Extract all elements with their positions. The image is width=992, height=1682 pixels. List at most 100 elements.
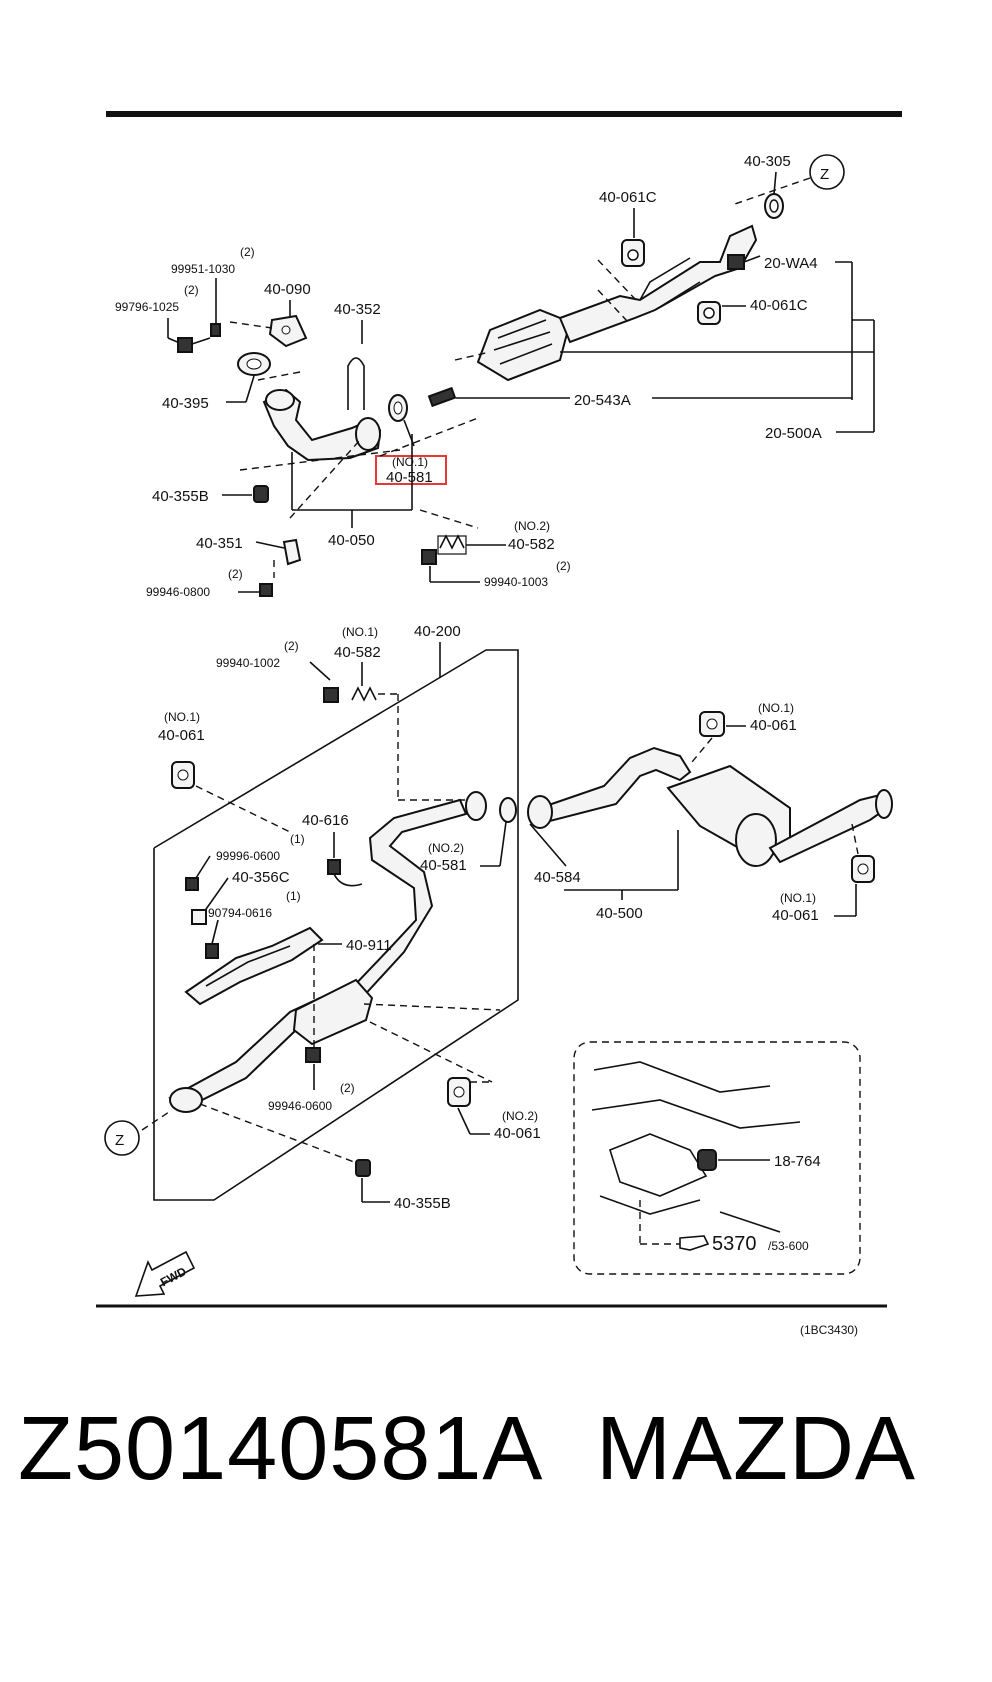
z-marker-top: Z — [809, 154, 845, 190]
sensor-40-616 — [327, 859, 363, 887]
footer-brand: MAZDA — [596, 1399, 916, 1499]
bracket-40-351 — [282, 538, 302, 566]
qty-99951-1030: (2) — [240, 245, 255, 259]
label-40-356c: 40-356C — [232, 869, 290, 886]
qty-99996-0600: (1) — [290, 832, 305, 846]
bolt-90794-0616 — [205, 943, 219, 959]
bushing-18-764 — [697, 1149, 717, 1171]
label-99996-0600: 99996-0600 — [216, 849, 280, 863]
spring-40-582-top — [437, 534, 467, 555]
hanger-40-061-bottom — [447, 1077, 471, 1107]
rubber-40-355b-top — [253, 485, 269, 503]
stud-20-543a — [427, 386, 457, 408]
nut-99940-1003 — [421, 549, 437, 565]
main-muffler-40-500 — [527, 746, 893, 867]
qty-99946-0800: (2) — [228, 567, 243, 581]
svg-text:Z: Z — [115, 1132, 124, 1149]
label-no1-b: (NO.1) — [342, 625, 378, 639]
label-99951-1030: 99951-1030 — [171, 262, 235, 276]
spring-40-582-mid — [351, 686, 377, 702]
label-99946-0600: 99946-0600 — [268, 1099, 332, 1113]
label-99796-1025: 99796-1025 — [115, 300, 179, 314]
label-40-500: 40-500 — [596, 905, 643, 922]
gasket-40-581-top — [388, 394, 408, 422]
qty-99940-1002: (2) — [284, 639, 299, 653]
svg-text:Z: Z — [820, 166, 829, 183]
z-marker-bottom: Z — [104, 1120, 140, 1156]
label-no1-c: (NO.1) — [164, 710, 200, 724]
fwd-arrow: FWD — [134, 1250, 196, 1297]
bolt-99996-0600 — [185, 877, 199, 891]
hanger-40-061-right-top — [699, 711, 725, 737]
insulator-40-911 — [184, 926, 324, 1006]
label-40-061c-top: 40-061C — [599, 189, 657, 206]
nut-99940-1002 — [323, 687, 339, 703]
label-40-355b-top: 40-355B — [152, 488, 209, 505]
label-40-061-bottom: 40-061 — [494, 1125, 541, 1142]
diagram-code: (1BC3430) — [800, 1323, 858, 1337]
clamp-40-356c — [191, 909, 207, 925]
label-40-581-hl: 40-581 — [386, 469, 433, 486]
hanger-40-061-left — [171, 761, 195, 789]
highlight-40-581 — [375, 455, 447, 485]
label-40-355b-bottom: 40-355B — [394, 1195, 451, 1212]
label-40-061-right-top: 40-061 — [750, 717, 797, 734]
ring-40-305 — [764, 193, 784, 219]
qty-90794-0616: (1) — [286, 889, 301, 903]
label-40-616: 40-616 — [302, 812, 349, 829]
bolt-99796-1025 — [177, 337, 211, 353]
catalytic-converter-assembly — [454, 224, 758, 382]
label-20-wa4: 20-WA4 — [764, 255, 818, 272]
hanger-40-061-right-low — [851, 855, 875, 883]
label-99946-0800: 99946-0800 — [146, 585, 210, 599]
label-40-090: 40-090 — [264, 281, 311, 298]
svg-text:FWD: FWD — [158, 1264, 189, 1289]
front-pipe-40-050 — [262, 388, 382, 462]
label-no2-c: (NO.2) — [502, 1109, 538, 1123]
footer-part-number: Z50140581A — [18, 1399, 544, 1499]
label-40-061c-mid: 40-061C — [750, 297, 808, 314]
frame-40-200 — [153, 649, 519, 1201]
qty-99946-0600: (2) — [340, 1081, 355, 1095]
label-20-543a: 20-543A — [574, 392, 631, 409]
qty-99940-1003: (2) — [556, 559, 571, 573]
label-no2-a: (NO.2) — [514, 519, 550, 533]
label-40-911: 40-911 — [346, 937, 392, 954]
label-90794-0616: 90794-0616 — [208, 906, 272, 920]
label-40-050: 40-050 — [328, 532, 375, 549]
nut-99946-0800 — [259, 583, 273, 597]
u-bolt-40-352 — [347, 357, 365, 410]
inset-body-sketch — [591, 1061, 801, 1233]
label-40-352: 40-352 — [334, 301, 381, 318]
bolt-99951-1030 — [210, 323, 221, 337]
label-40-582-mid: 40-582 — [334, 644, 381, 661]
bolt-20-wa4 — [727, 254, 761, 270]
label-40-395: 40-395 — [162, 395, 209, 412]
nut-99946-0600 — [305, 1047, 321, 1063]
label-40-061-right-low: 40-061 — [772, 907, 819, 924]
label-no1-hl: (NO.1) — [392, 455, 428, 469]
label-99940-1003: 99940-1003 — [484, 575, 548, 589]
label-40-582-top: 40-582 — [508, 536, 555, 553]
detail-inset — [573, 1041, 861, 1275]
pointer-hand-icon — [679, 1235, 710, 1251]
qty-99796-1025: (2) — [184, 283, 199, 297]
label-18-764: 18-764 — [774, 1153, 821, 1170]
label-5370: 5370 — [712, 1233, 757, 1255]
label-no2-b: (NO.2) — [428, 841, 464, 855]
label-40-351: 40-351 — [196, 535, 243, 552]
label-53-600: /53-600 — [768, 1239, 809, 1253]
label-40-061-left: 40-061 — [158, 727, 205, 744]
hanger-40-061c-top — [621, 239, 645, 267]
gasket-40-090 — [268, 314, 308, 348]
label-no1-e: (NO.1) — [780, 891, 816, 905]
label-20-500a: 20-500A — [765, 425, 822, 442]
label-40-581-mid: 40-581 — [420, 857, 467, 874]
label-99940-1002: 99940-1002 — [216, 656, 280, 670]
rubber-40-355b-bottom — [355, 1159, 371, 1177]
gasket-40-395 — [237, 352, 271, 376]
label-no1-d: (NO.1) — [758, 701, 794, 715]
hanger-40-061c-mid — [697, 301, 721, 325]
label-40-200: 40-200 — [414, 623, 461, 640]
